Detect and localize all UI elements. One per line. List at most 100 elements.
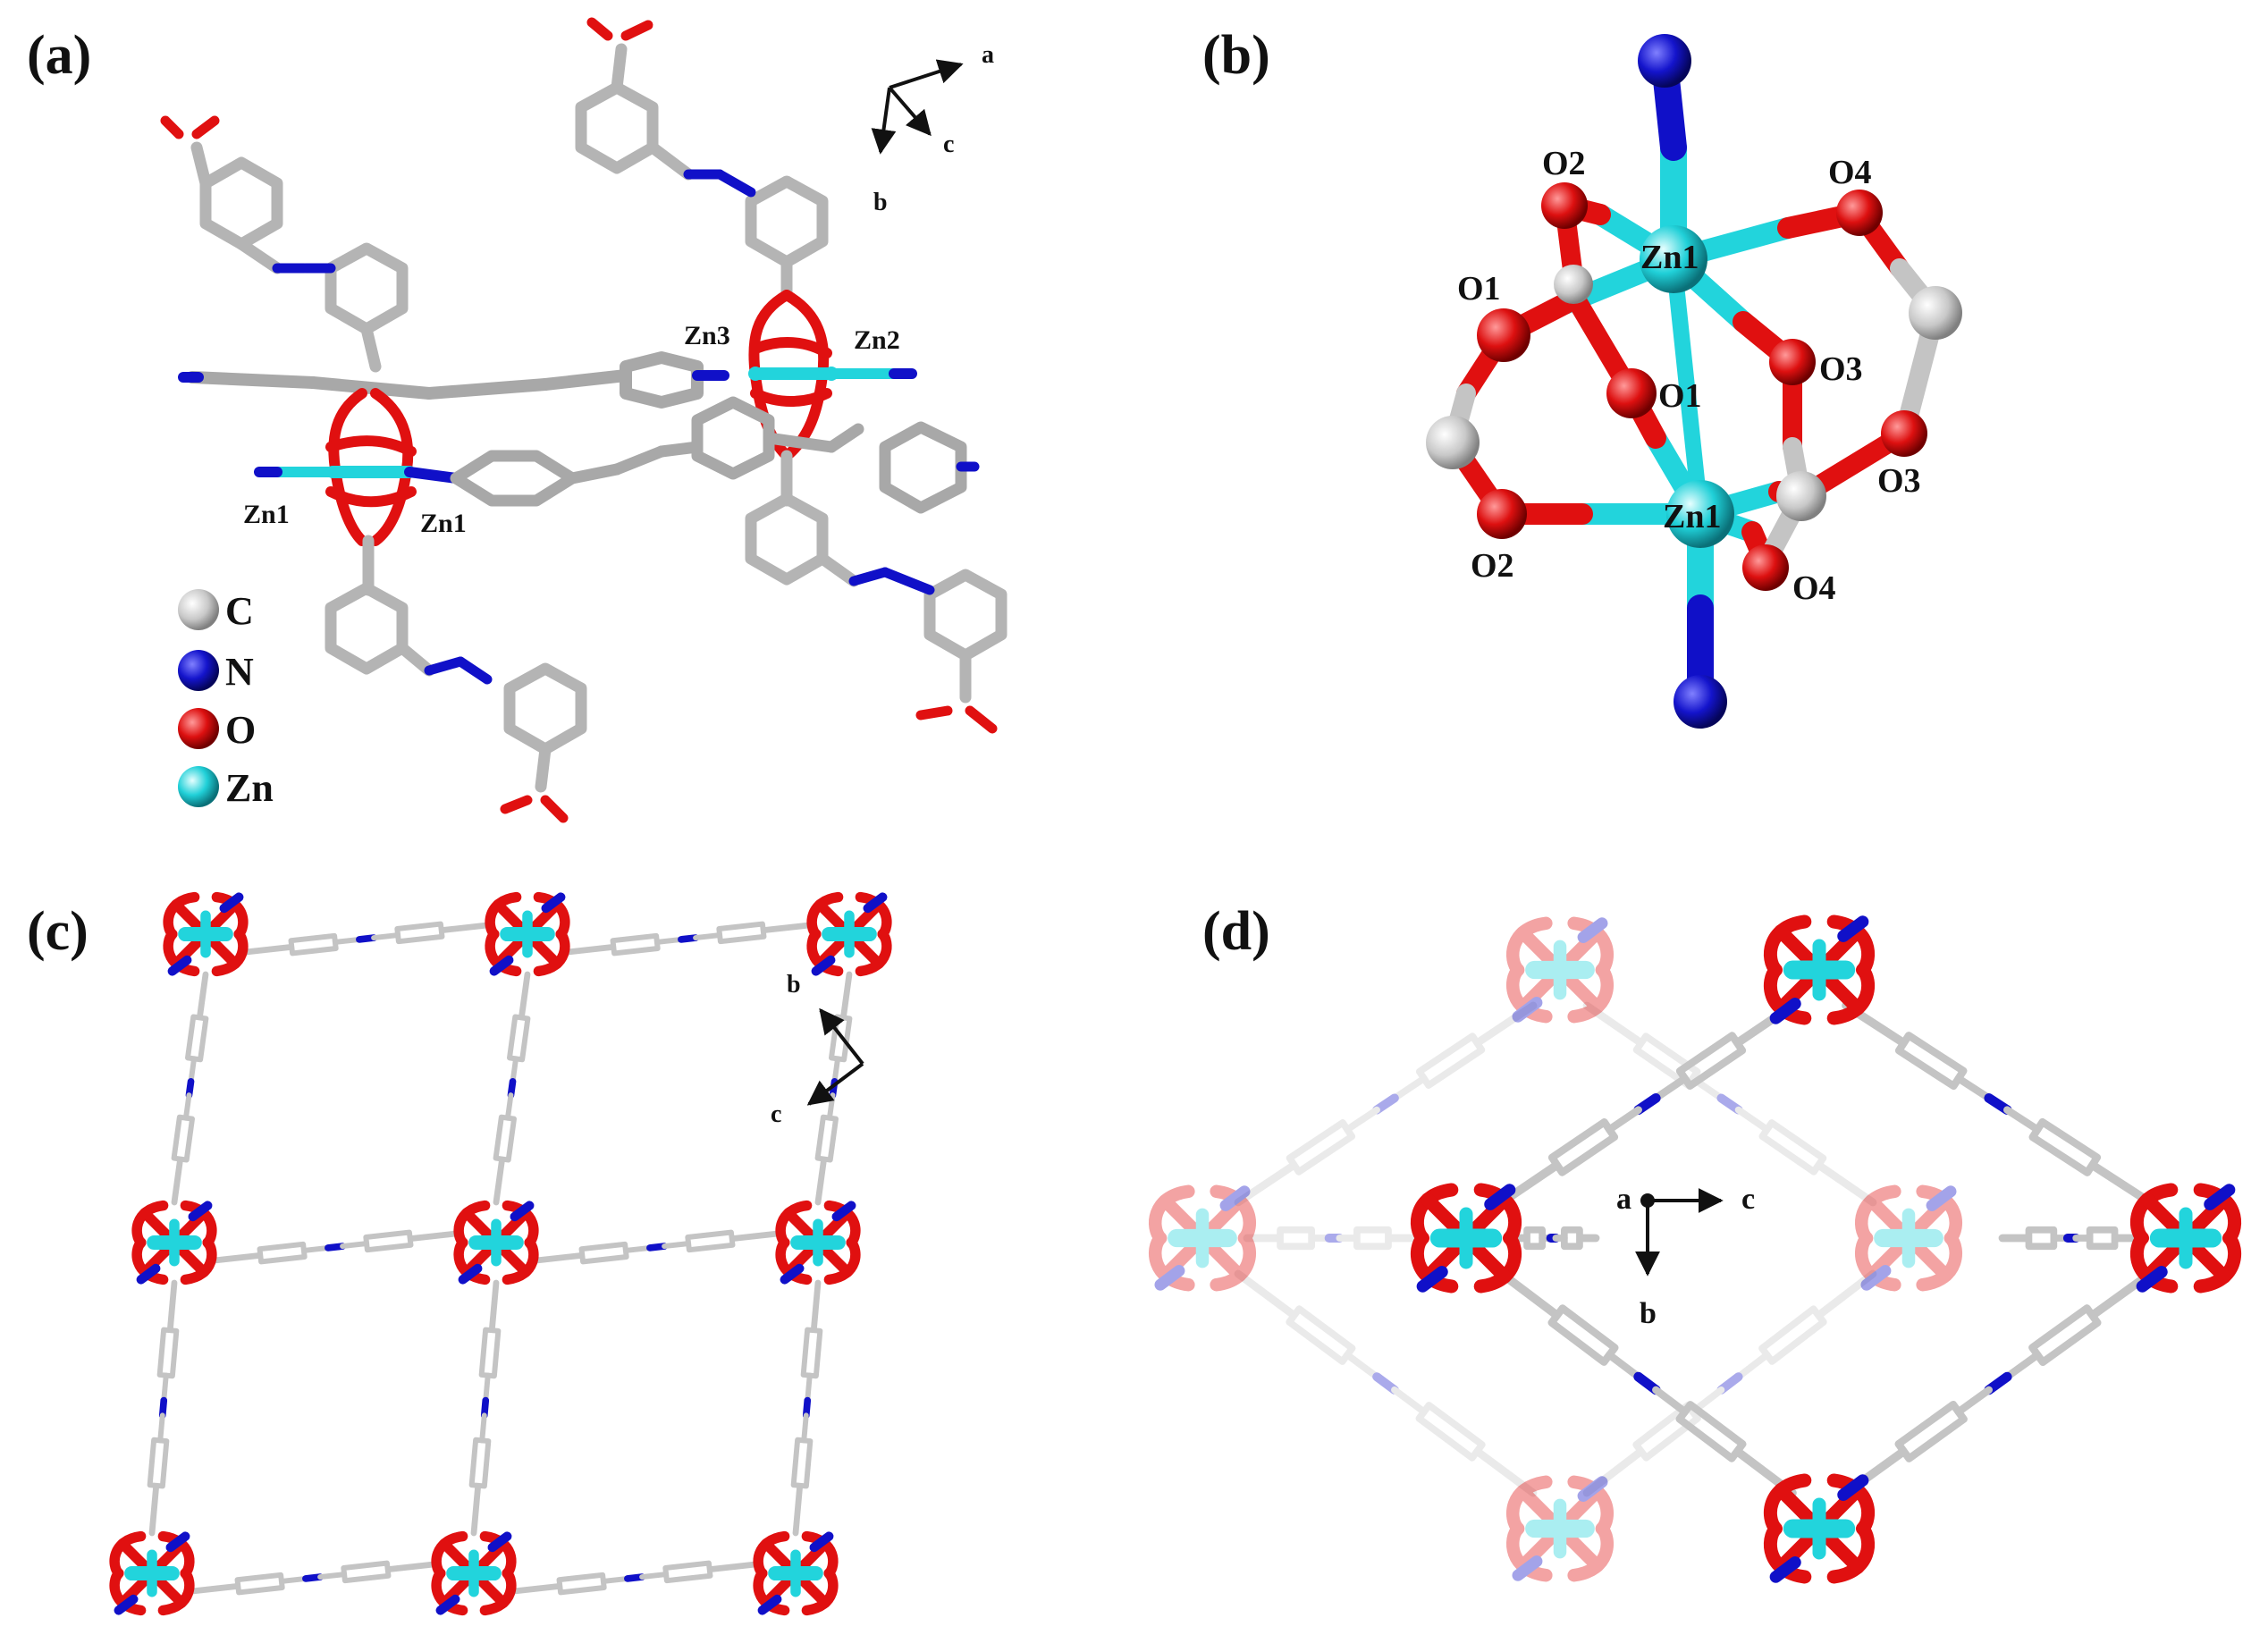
bond: [2002, 1106, 2042, 1134]
bond: [1769, 1556, 1801, 1583]
zn-paddlewheel-node: [431, 1530, 517, 1616]
phenyl-ring: [1675, 1032, 1747, 1090]
phenyl-ring: [185, 1014, 209, 1063]
zn-paddlewheel-node: [109, 1530, 195, 1616]
bond: [600, 1575, 630, 1584]
bond: [1515, 1484, 1605, 1573]
bond: [1926, 1185, 1957, 1211]
bond: [763, 922, 813, 933]
bond: [493, 1158, 505, 1206]
legend-c-swatch: [178, 589, 219, 630]
phenyl-ring: [468, 1437, 492, 1489]
phenyl-ring: [1415, 1402, 1486, 1462]
phenyl-ring: [257, 1241, 308, 1265]
label-zn1-right: Zn1: [420, 509, 467, 538]
organic-linker: [189, 1560, 437, 1596]
bond: [148, 1485, 159, 1537]
carboxylate-arm: [180, 1237, 217, 1285]
bond: [653, 936, 684, 945]
carboxylate-arm: [1567, 1475, 1614, 1536]
carboxylate-arm: [753, 1568, 790, 1616]
phenyl-ring: [1415, 1032, 1486, 1089]
bond: [435, 1594, 460, 1615]
organic-linker: [1998, 1226, 2146, 1251]
phenyl-ring: [156, 1327, 180, 1379]
panel-d-label: (d): [1202, 901, 1270, 962]
bond: [157, 1412, 165, 1444]
phenyl-ring: [1894, 1032, 1968, 1091]
bond: [1582, 1001, 1642, 1045]
bond: [1391, 1075, 1428, 1102]
atom-legend: C N O Zn: [178, 589, 274, 810]
phenyl-ring: [507, 1014, 531, 1063]
bond: [409, 1230, 460, 1242]
zn-node-far: [1506, 1475, 1614, 1582]
bond: [1344, 1351, 1380, 1381]
zn-node-near: [1763, 1473, 1876, 1584]
ligand-bottom-left: [325, 535, 587, 793]
bond: [458, 1263, 483, 1285]
carboxylate-arm: [1210, 1231, 1256, 1292]
organic-linker: [242, 921, 491, 957]
organic-linker: [147, 1279, 180, 1537]
phenyl-ring: [814, 1114, 839, 1163]
carboxylate-arm: [479, 1568, 517, 1616]
phenyl-ring: [2028, 1304, 2102, 1367]
bond: [510, 1583, 561, 1595]
panel-b-label: (b): [1202, 25, 1270, 86]
2d-grid-network: [109, 891, 892, 1616]
phenyl-ring: [1547, 1118, 1619, 1176]
bond: [1716, 1372, 1743, 1395]
carboxylate-arm: [109, 1568, 147, 1616]
bond: [489, 1279, 500, 1331]
phenyl-ring: [800, 1327, 823, 1379]
phenyl-ring: [394, 921, 445, 945]
bond: [188, 1201, 213, 1222]
panel-a-label: (a): [27, 25, 91, 86]
bond: [167, 955, 192, 976]
bipyridyl-ligand-lower: [450, 396, 967, 514]
bond: [1954, 1075, 1994, 1102]
carboxylate-arm: [1567, 1521, 1614, 1582]
legend-n-swatch: [178, 650, 219, 691]
carboxylate-arm: [533, 929, 570, 977]
carboxylate-arm: [1506, 963, 1553, 1024]
ligand-top-left: [190, 141, 409, 373]
carboxylate-arm: [157, 1568, 195, 1616]
carboxylate-arm: [2129, 1231, 2179, 1294]
carboxylate-arm: [131, 1237, 169, 1285]
label-o3-far-right: O3: [1877, 462, 1921, 500]
zn-node-far: [1855, 1184, 1962, 1292]
bond: [479, 1412, 487, 1444]
organic-linker: [1497, 1001, 1797, 1207]
bond: [504, 1092, 514, 1121]
zn-node-far: [1506, 916, 1614, 1024]
organic-linker: [1234, 1001, 1538, 1207]
phenyl-ring: [556, 1572, 607, 1596]
bond: [1837, 1474, 1869, 1501]
carboxylate-arm: [163, 929, 200, 977]
carboxylate-arm: [775, 1237, 813, 1285]
carboxylate-arm: [453, 1237, 491, 1285]
carboxylate-arm: [1567, 916, 1614, 977]
phenyl-ring: [171, 1114, 195, 1163]
organic-linker: [468, 1279, 502, 1537]
legend-o-swatch: [178, 708, 219, 749]
atoms-b: [1426, 34, 1962, 729]
phenyl-ring: [578, 1241, 629, 1265]
bond: [487, 1531, 512, 1553]
zn-node-near: [1763, 914, 1876, 1025]
label-zn2: Zn2: [854, 325, 900, 355]
organic-linker: [533, 1229, 781, 1265]
phenyl-ring: [1632, 1402, 1701, 1462]
organic-linker: [564, 921, 813, 957]
zn-paddlewheel-node: [163, 891, 249, 977]
bond: [1515, 925, 1605, 1015]
bond: [1344, 1106, 1380, 1134]
carboxylate-arm: [1506, 916, 1553, 977]
bond: [811, 1279, 822, 1331]
bond: [1372, 1372, 1399, 1395]
bond: [805, 1372, 813, 1403]
phenyl-ring: [685, 1229, 736, 1253]
bond: [831, 1056, 841, 1084]
